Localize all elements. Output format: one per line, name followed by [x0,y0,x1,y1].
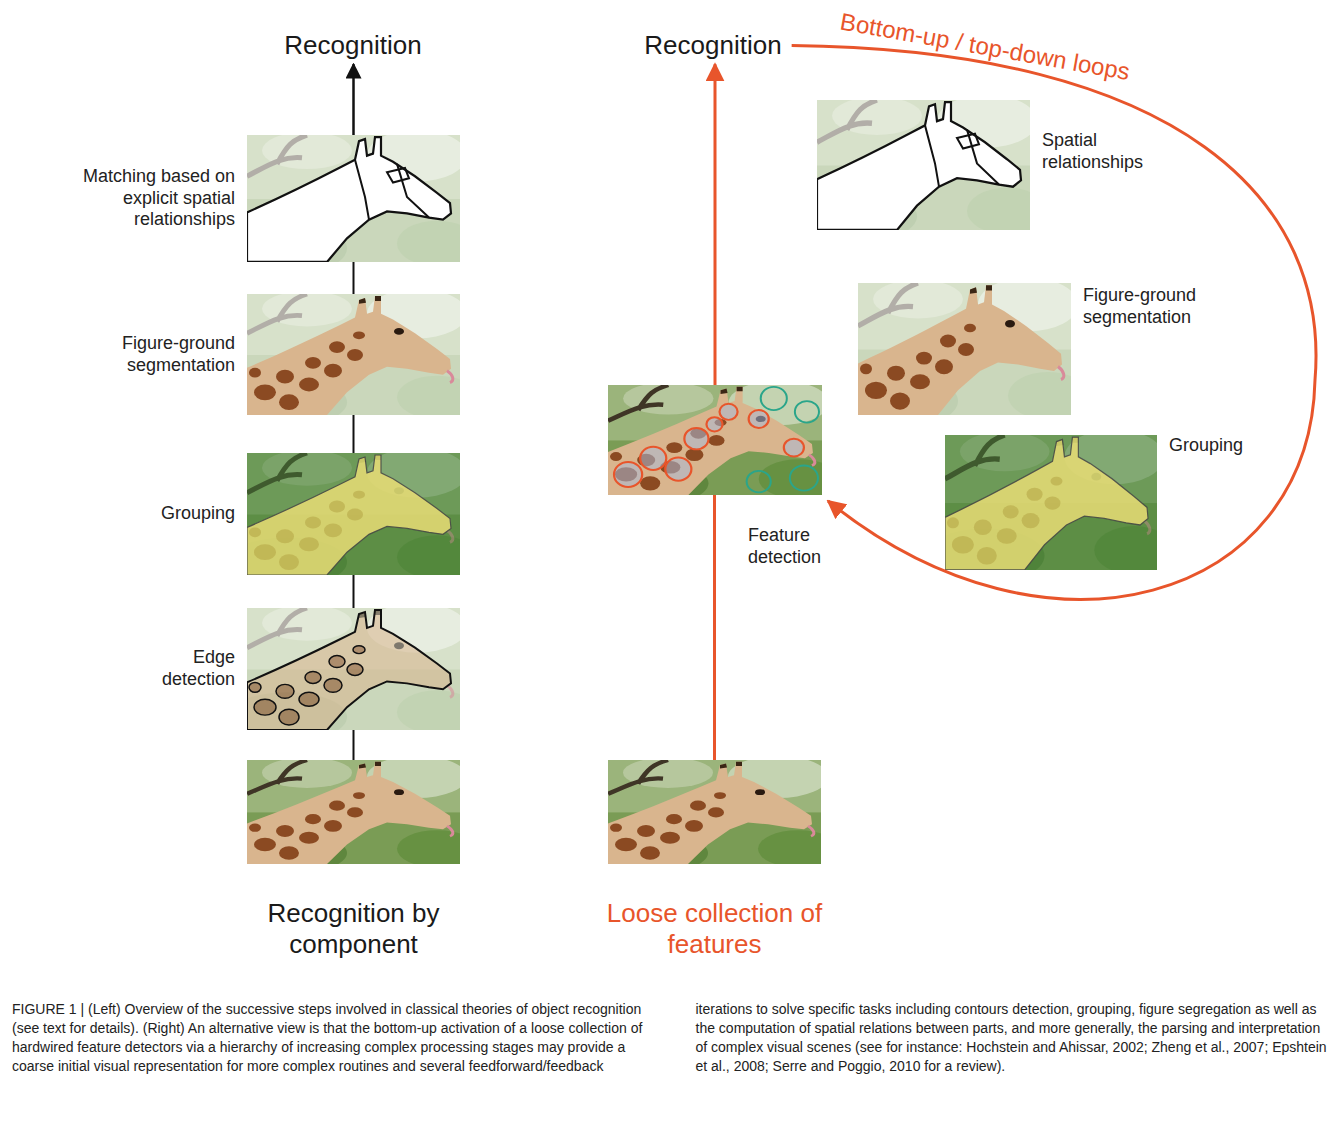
edge-detection-image [227,603,477,742]
image-panel: Edge detection [247,608,460,730]
figure-ground-image [838,278,1088,428]
stage-title: Recognition [640,30,785,61]
connector [353,730,355,760]
input-image [588,756,838,874]
image-panel: Figure-ground segmentation [247,294,460,415]
title-text: Recognition [280,30,425,61]
connector [714,64,717,385]
figure-caption: FIGURE 1 | (Left) Overview of the succes… [12,1000,1331,1076]
image-panel: Grouping [945,435,1157,570]
spatial-relationships-image [797,95,1047,243]
connector [352,64,355,135]
connector [713,495,716,760]
image-panel: Loose collection of features [608,760,821,864]
panel-label: Spatial relationships [1042,130,1172,173]
panel-label: Loose collection of features [590,898,840,960]
panel-label: Recognition by component [234,898,474,960]
image-panel: Recognition by component [247,760,460,864]
connector [792,46,1316,600]
panel-label: Edge detection [140,647,235,690]
image-panel: Feature detection [608,385,822,495]
panel-label: Feature detection [748,525,843,568]
grouping-image [227,448,477,587]
stage-title: Recognition [280,30,425,61]
image-panel: Spatial relationships [817,100,1030,230]
grouping-image [925,430,1174,584]
image-panel: Matching based on explicit spatial relat… [247,135,460,262]
image-panel: Grouping [247,453,460,575]
input-image [227,756,477,874]
panel-label: Grouping [35,503,235,525]
panel-label: Figure-ground segmentation [35,333,235,376]
connector [353,415,355,453]
panel-label: Grouping [1169,435,1289,457]
feature-detection-image [588,381,839,506]
title-text: Recognition [640,30,785,61]
panel-label: Matching based on explicit spatial relat… [35,166,235,231]
loop-label: Bottom-up / top-down loops [838,9,1132,86]
image-panel: Figure-ground segmentation [858,283,1071,415]
connector [353,262,355,294]
connector [353,575,355,608]
spatial-matching-image [227,130,477,275]
panel-label: Figure-ground segmentation [1083,285,1223,328]
figure-ground-image [227,289,477,427]
